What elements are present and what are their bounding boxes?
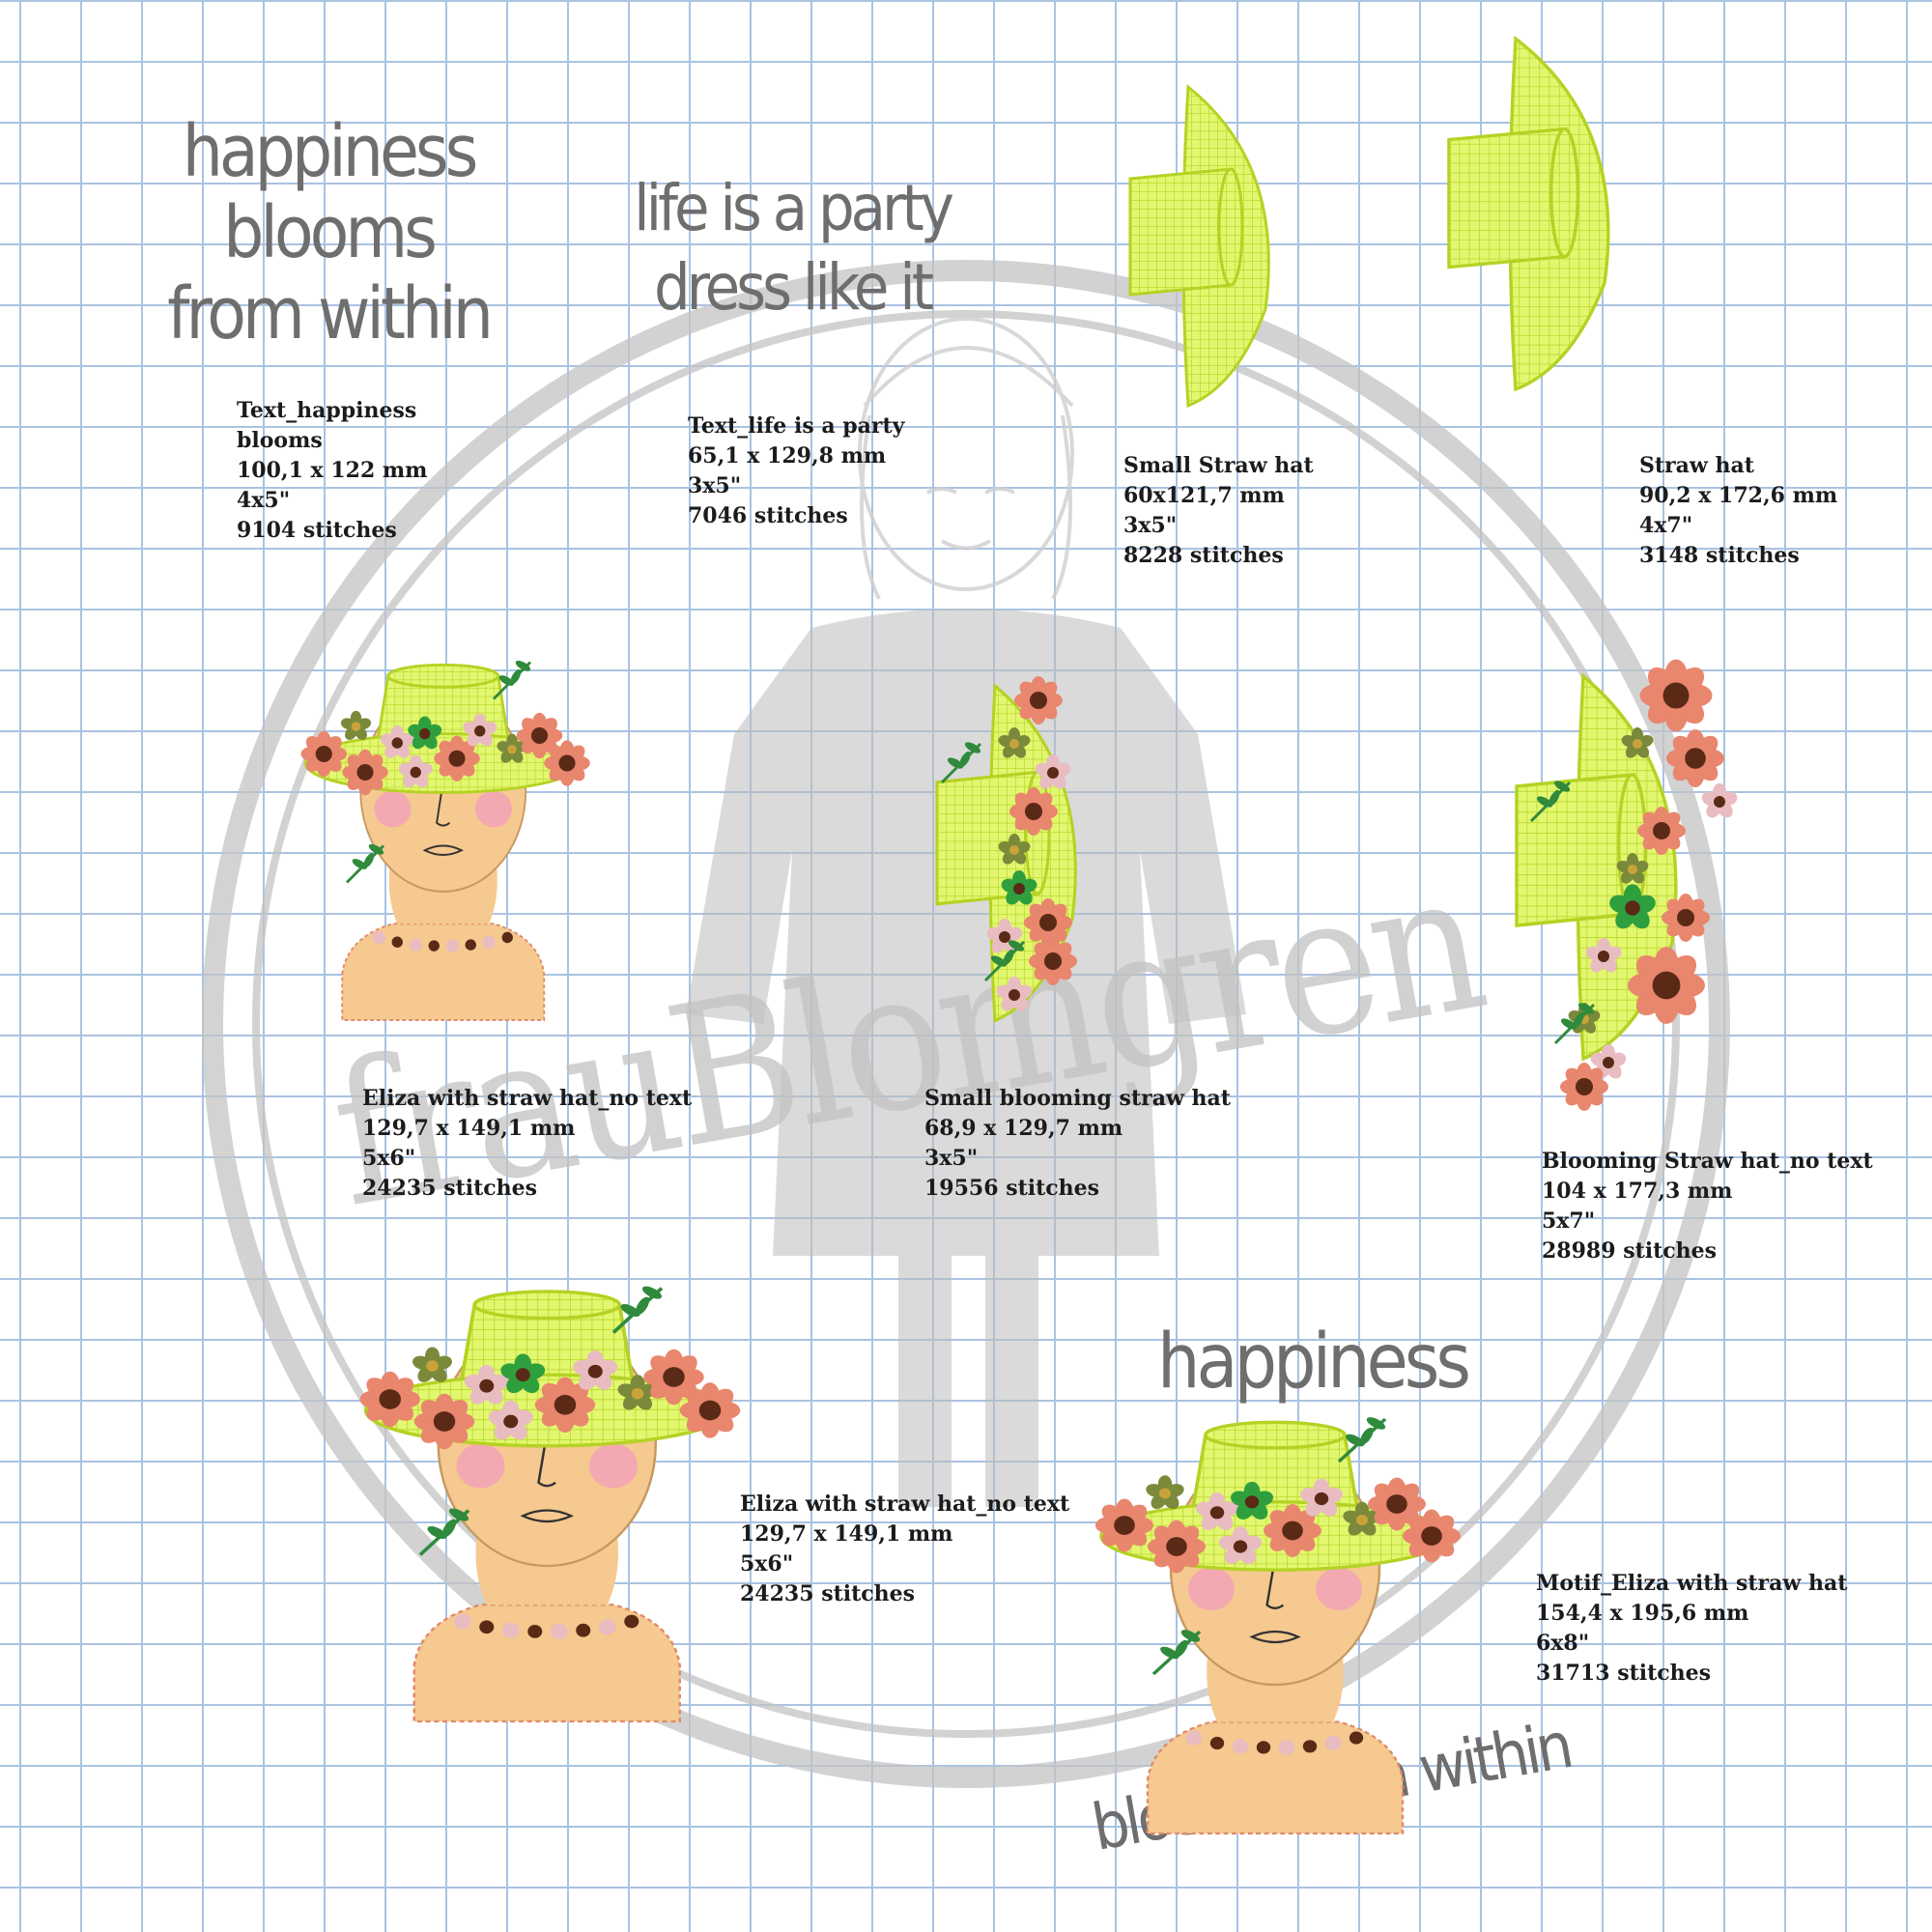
caption-line: Blooming Straw hat_no text: [1542, 1149, 1873, 1174]
caption-line: 154,4 x 195,6 mm: [1536, 1601, 1749, 1626]
caption-line: 129,7 x 149,1 mm: [740, 1521, 953, 1547]
caption-line: Eliza with straw hat_no text: [362, 1086, 693, 1111]
caption-line: 7046 stitches: [688, 503, 848, 528]
text-life-is-a-party: life is a party dress like it: [609, 169, 976, 327]
caption-line: 100,1 x 122 mm: [237, 458, 428, 483]
caption-text-happiness-blooms: Text_happiness blooms 100,1 x 122 mm 4x5…: [237, 396, 427, 546]
caption-line: Eliza with straw hat_no text: [740, 1492, 1070, 1517]
caption-line: 5x7": [1542, 1208, 1596, 1234]
caption-straw-hat: Straw hat 90,2 x 172,6 mm 4x7" 3148 stit…: [1639, 451, 1837, 571]
caption-line: 8228 stitches: [1123, 543, 1284, 568]
caption-line: blooms: [237, 428, 323, 453]
straw-hat-illustration: [1447, 37, 1610, 391]
text-happiness-line1: happiness: [182, 110, 479, 193]
caption-line: 9104 stitches: [237, 518, 397, 543]
caption-eliza-no-text-2: Eliza with straw hat_no text 129,7 x 149…: [740, 1490, 1069, 1609]
caption-line: 104 x 177,3 mm: [1542, 1179, 1733, 1204]
caption-line: 24235 stitches: [362, 1176, 538, 1201]
small-straw-hat-illustration: [1128, 85, 1270, 408]
text-happiness-blooms: happiness blooms from within: [155, 111, 502, 355]
text-life-line1: life is a party: [634, 171, 954, 245]
caption-line: 5x6": [740, 1551, 794, 1577]
caption-text-life-is-a-party: Text_life is a party 65,1 x 129,8 mm 3x5…: [688, 412, 904, 531]
watermark-girl-face: [858, 317, 1074, 600]
caption-blooming-straw-hat: Blooming Straw hat_no text 104 x 177,3 m…: [1542, 1147, 1873, 1266]
caption-line: Small Straw hat: [1123, 453, 1314, 478]
caption-line: 19556 stitches: [924, 1176, 1100, 1201]
watermark-girl-silhouette: [686, 609, 1246, 1507]
caption-line: 129,7 x 149,1 mm: [362, 1116, 576, 1141]
text-happiness-line3: from within: [167, 272, 494, 355]
caption-line: 68,9 x 129,7 mm: [924, 1116, 1123, 1141]
blooming-straw-hat-illustration: [1515, 659, 1740, 1111]
caption-line: 3x5": [1123, 513, 1178, 538]
caption-line: 3148 stitches: [1639, 543, 1800, 568]
caption-line: 31713 stitches: [1536, 1661, 1712, 1686]
caption-line: 5x6": [362, 1146, 416, 1171]
small-blooming-hat-illustration: [935, 676, 1077, 1023]
caption-line: Small blooming straw hat: [924, 1086, 1231, 1111]
eliza-illustration-2: [360, 1284, 741, 1721]
caption-line: 3x5": [688, 473, 742, 498]
caption-line: 4x5": [237, 488, 291, 513]
caption-line: 60x121,7 mm: [1123, 483, 1285, 508]
caption-line: 3x5": [924, 1146, 979, 1171]
caption-line: 90,2 x 172,6 mm: [1639, 483, 1838, 508]
caption-line: Text_happiness: [237, 398, 417, 423]
caption-line: Straw hat: [1639, 453, 1754, 478]
caption-eliza-no-text-1: Eliza with straw hat_no text 129,7 x 149…: [362, 1084, 692, 1204]
caption-line: 4x7": [1639, 513, 1693, 538]
eliza-illustration-3: [1095, 1415, 1461, 1833]
caption-line: 24235 stitches: [740, 1581, 916, 1606]
caption-line: Motif_Eliza with straw hat: [1536, 1571, 1848, 1596]
caption-line: 65,1 x 129,8 mm: [688, 443, 887, 469]
eliza-illustration-1: [301, 659, 590, 1020]
text-motif-happiness: happiness: [1157, 1319, 1471, 1406]
text-life-line2: dress like it: [653, 250, 934, 325]
caption-line: Text_life is a party: [688, 413, 905, 439]
caption-line: 6x8": [1536, 1631, 1590, 1656]
text-happiness-line2: blooms: [223, 191, 438, 274]
caption-motif-eliza: Motif_Eliza with straw hat 154,4 x 195,6…: [1536, 1569, 1847, 1689]
caption-small-straw-hat: Small Straw hat 60x121,7 mm 3x5" 8228 st…: [1123, 451, 1314, 571]
caption-small-blooming-straw-hat: Small blooming straw hat 68,9 x 129,7 mm…: [924, 1084, 1231, 1204]
caption-line: 28989 stitches: [1542, 1238, 1718, 1264]
